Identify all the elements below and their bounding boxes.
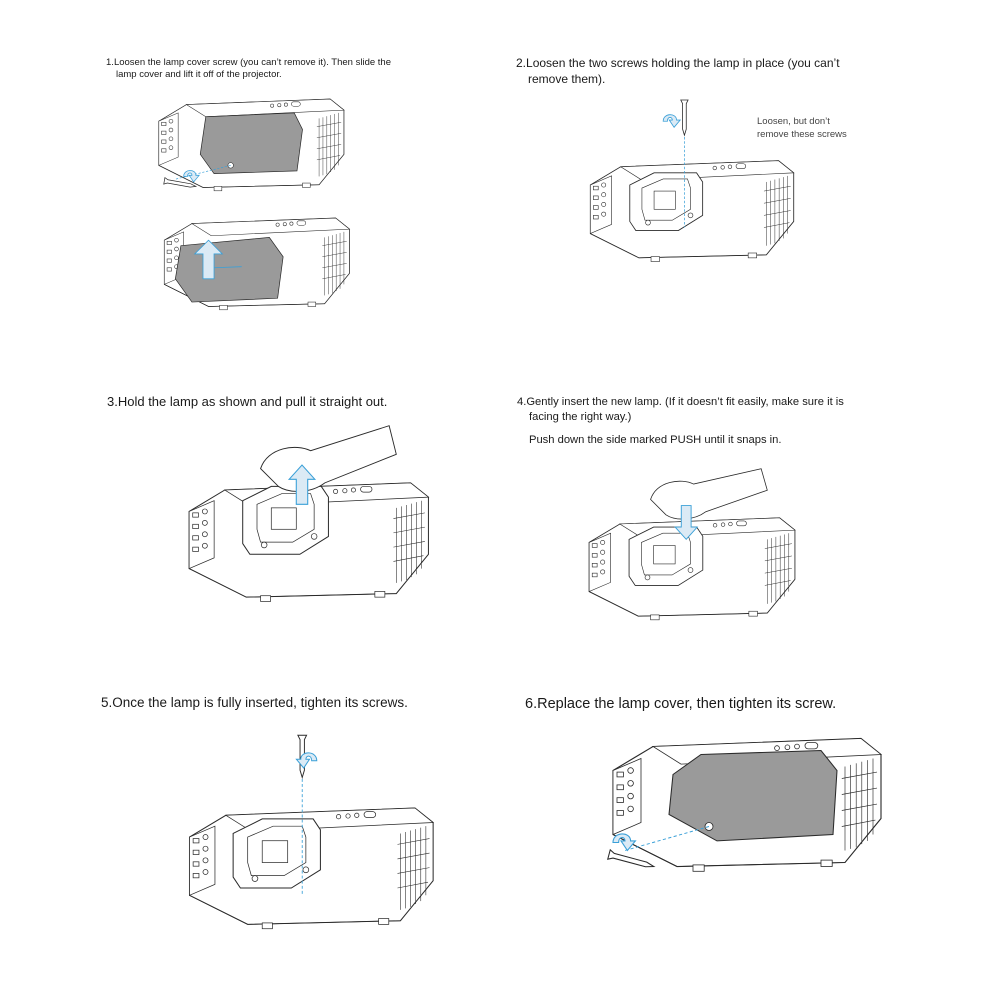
step-1-number: 1. [106, 57, 114, 68]
step-6-illustration [607, 737, 882, 872]
step-4-number: 4. [517, 396, 527, 408]
step-2-note-line-1: Loosen, but don’t [757, 116, 830, 127]
step-3-number: 3. [107, 394, 118, 409]
step-1-instruction: 1.Loosen the lamp cover screw (you can’t… [106, 57, 391, 82]
step-6-number: 6. [525, 696, 538, 712]
step-3-illustration [188, 425, 429, 602]
step-2-note-line-2: remove these screws [757, 128, 847, 140]
step-2-line-1: Loosen the two screws holding the lamp i… [526, 56, 840, 70]
step-5-illustration [188, 734, 434, 930]
step-5-instruction: 5.Once the lamp is fully inserted, tight… [101, 694, 408, 712]
step-2-illustration [589, 99, 795, 262]
step-1-illustration-cover [158, 98, 345, 192]
step-2-instruction: 2.Loosen the two screws holding the lamp… [516, 56, 840, 87]
step-6-line-1: Replace the lamp cover, then tighten its… [537, 696, 837, 712]
step-4-extra-line: Push down the side marked PUSH until it … [529, 434, 782, 447]
step-5-line-1: Once the lamp is fully inserted, tighten… [112, 695, 408, 710]
step-2-line-2: remove them). [528, 71, 606, 86]
step-1-line-1: Loosen the lamp cover screw (you can’t r… [113, 57, 391, 68]
step-1-illustration-slide [163, 217, 350, 311]
step-5-number: 5. [101, 695, 113, 710]
step-1-line-2: lamp cover and lift it off of the projec… [116, 69, 282, 81]
step-4-line-1: Gently insert the new lamp. (If it doesn… [526, 396, 844, 408]
step-4-illustration [588, 468, 796, 621]
step-4-instruction: 4.Gently insert the new lamp. (If it doe… [517, 395, 844, 448]
step-2-note: Loosen, but don’t remove these screws [757, 116, 847, 142]
step-6-instruction: 6.Replace the lamp cover, then tighten i… [525, 695, 836, 714]
step-3-instruction: 3.Hold the lamp as shown and pull it str… [107, 394, 387, 411]
step-3-line-1: Hold the lamp as shown and pull it strai… [117, 394, 388, 409]
step-4-line-2: facing the right way.) [529, 410, 632, 423]
step-2-number: 2. [516, 56, 527, 70]
